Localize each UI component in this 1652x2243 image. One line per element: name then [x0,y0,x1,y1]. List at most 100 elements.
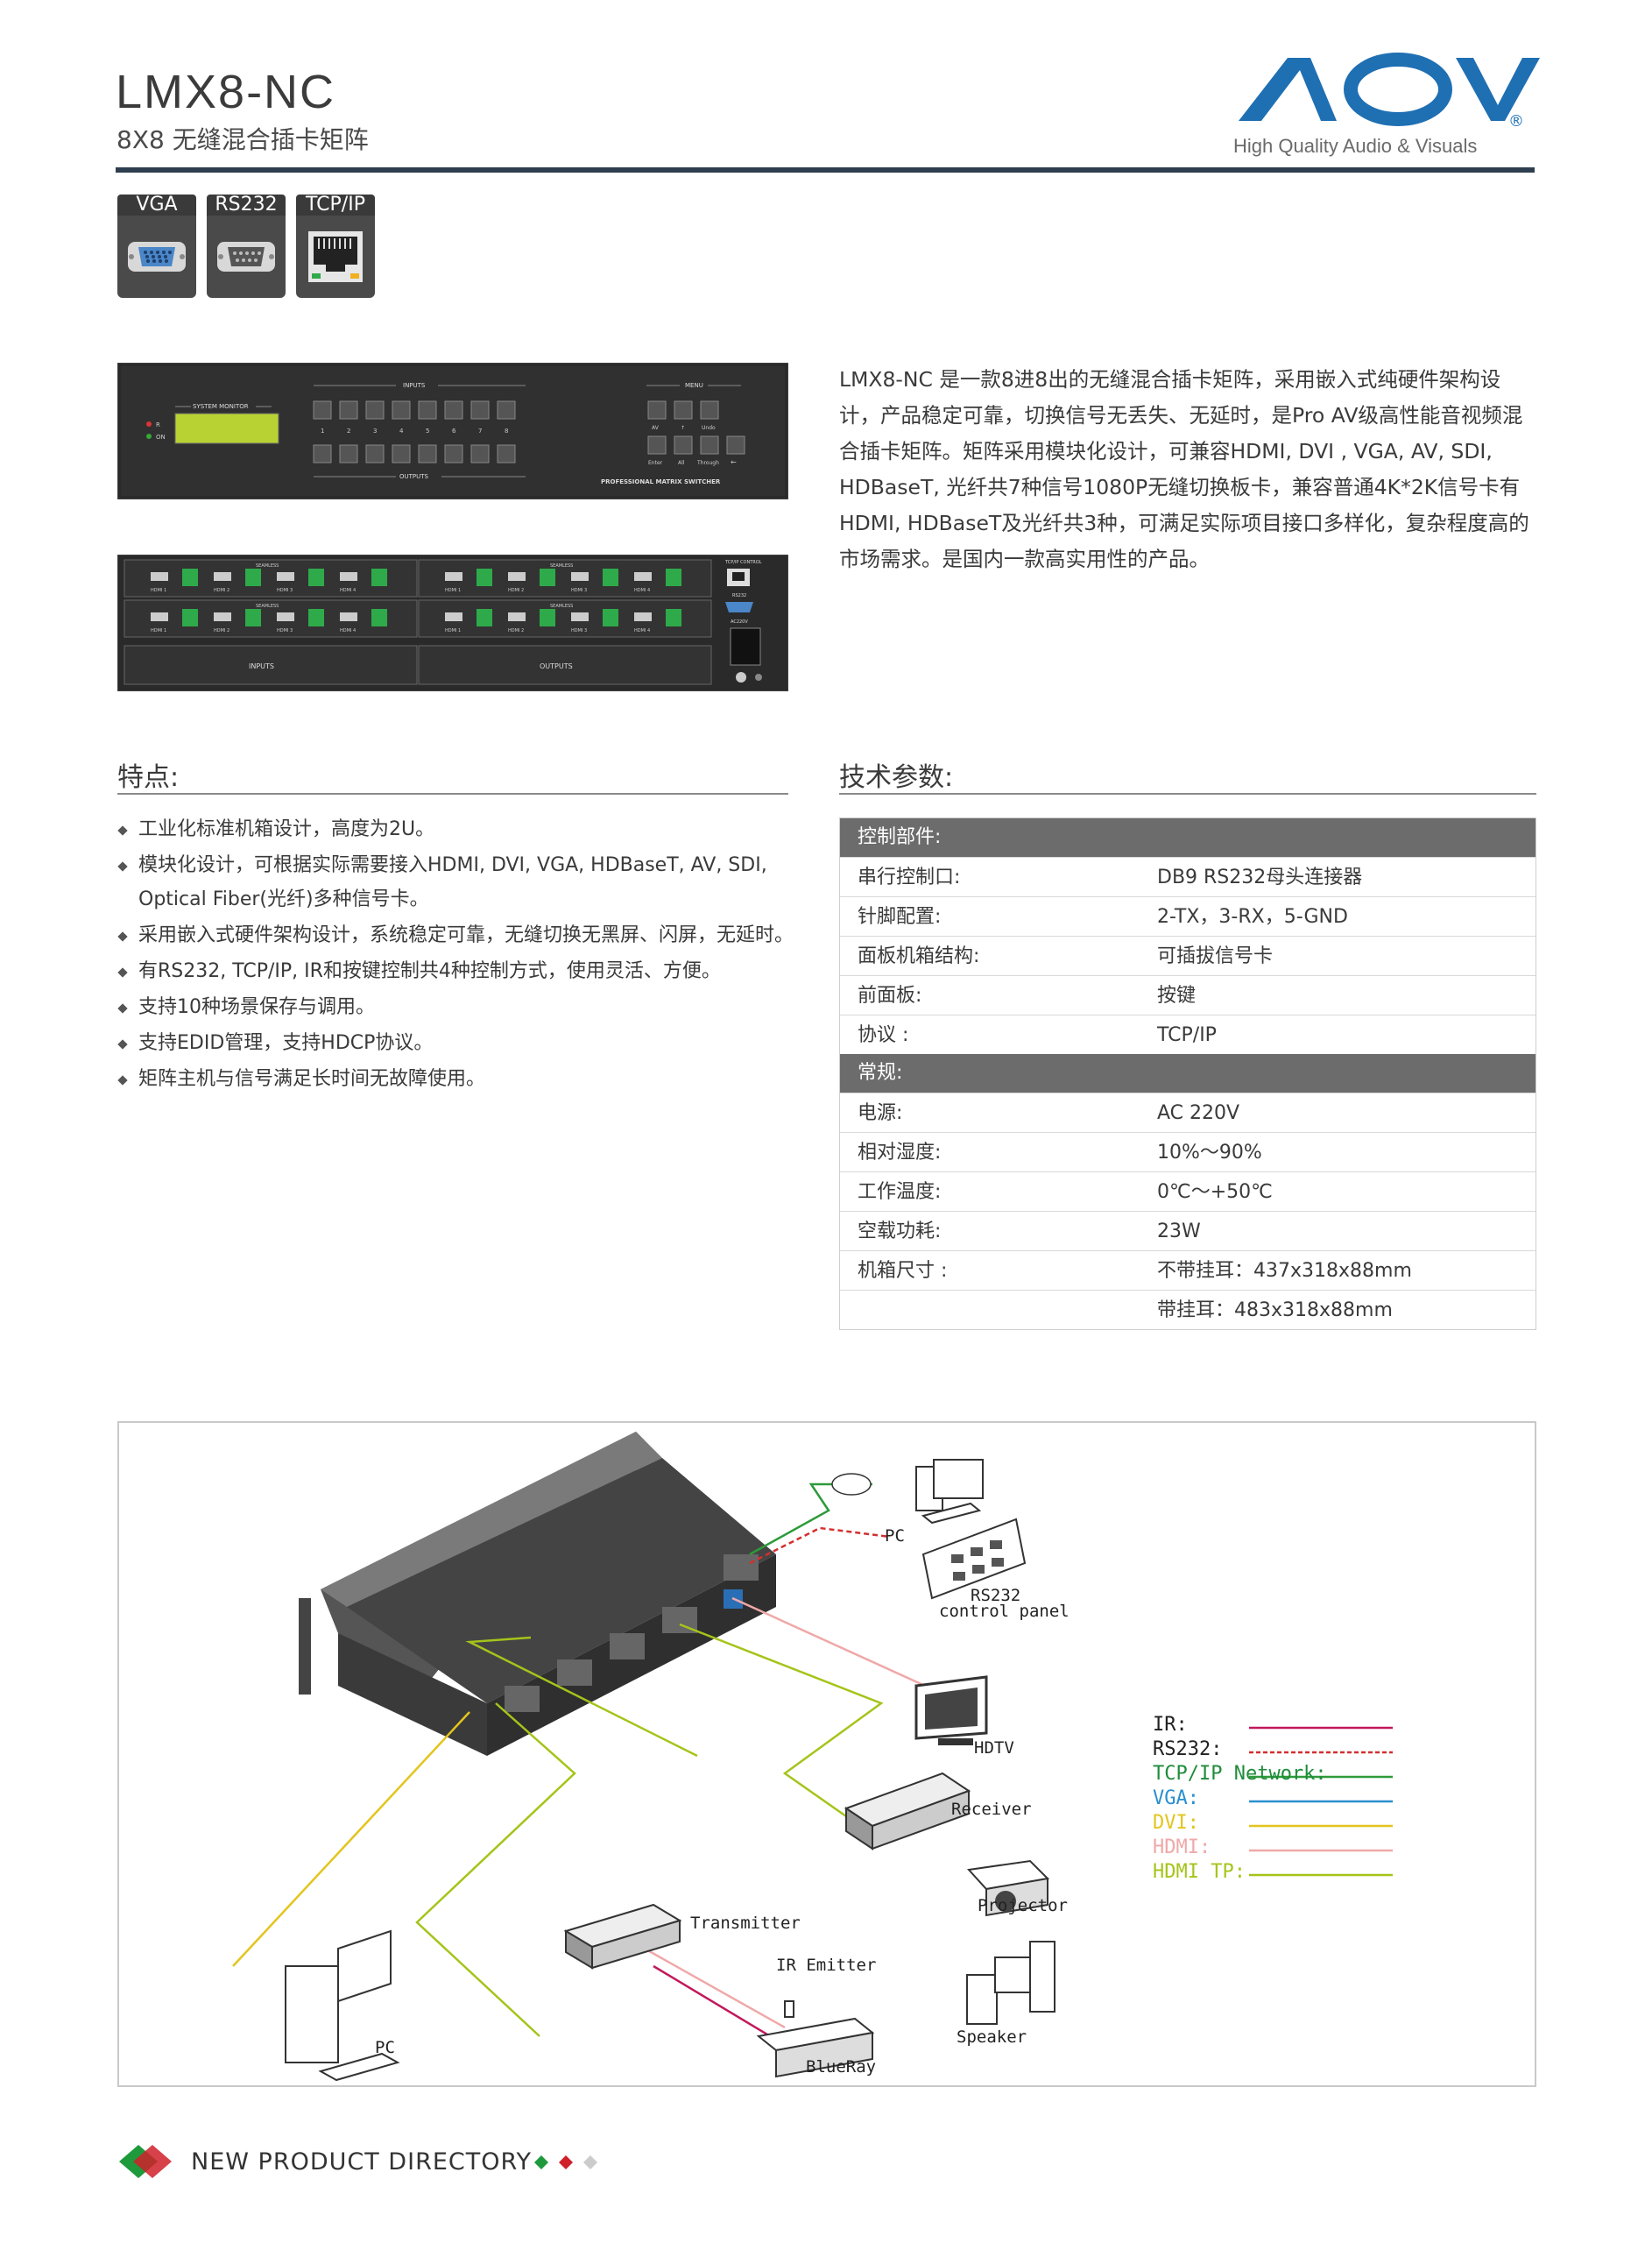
hdmi-port [340,572,357,581]
signal-card [418,599,712,638]
connection-diagram: PC RS232 control panel HDTV Receiver Pro… [117,1421,1536,2087]
menu-key-label: AV [652,425,660,431]
header-rule [116,167,1535,173]
input-key [392,400,411,420]
pc-bottom-illustration [285,1929,400,2082]
audio-terminal [371,569,387,586]
hdmi-port [571,572,589,581]
footer-brand-mark [116,2141,177,2182]
brand-label: PROFESSIONAL MATRIX SWITCHER [601,478,721,485]
network-label: TCP/IP CONTROL [724,560,762,565]
hdmi-label: HDMI 1 [151,588,166,593]
spec-key: 机箱尺寸 : [858,1260,948,1282]
audio-terminal [308,569,324,586]
ir-emitter-illustration [784,2000,794,2018]
audio-terminal [666,609,681,626]
spec-value: AC 220V [1157,1102,1240,1124]
output-key [497,444,516,463]
footer-dot [583,2155,597,2169]
output-key [444,444,463,463]
audio-terminal [540,569,555,586]
spec-value: 可插拔信号卡 [1157,945,1274,967]
rs232-label: RS232 [732,593,746,598]
hdmi-port [214,612,231,621]
label-pc-top: PC [885,1526,905,1546]
menu-key-label: ← [731,458,737,466]
spec-key: 针脚配置: [858,906,942,928]
spec-row: 带挂耳：483x318x88mm [840,1290,1536,1329]
spec-value: 带挂耳：483x318x88mm [1157,1299,1393,1321]
hdmi-port [571,612,589,621]
spec-value: 2-TX，3-RX，5-GND [1157,906,1348,928]
audio-terminal [603,569,618,586]
footer-dot [559,2155,573,2169]
hdmi-port [151,612,168,621]
audio-terminal [603,609,618,626]
hdmi-port [445,572,462,581]
feature-item: 模块化设计，可根据实际需要接入HDMI, DVI, VGA, HDBaseT, … [117,848,801,916]
hdmi-label: HDMI 2 [214,588,229,593]
label-projector: Projector [978,1896,1068,1915]
input-key [418,400,437,420]
hdmi-label: HDMI 2 [508,628,524,633]
spec-row: 前面板:按键 [840,975,1536,1015]
hdmi-label: HDMI 1 [151,628,166,633]
blueray-player-illustration [756,2017,875,2078]
spec-key: 协议 : [858,1024,909,1046]
rs232-port-icon [217,242,275,272]
features-list: 工业化标准机箱设计，高度为2U。 模块化设计，可根据实际需要接入HDMI, DV… [117,812,801,1098]
key-number: 7 [478,428,482,435]
label-ir-emitter: IR Emitter [776,1956,877,1975]
spec-group-heading: 常规: [840,1054,1536,1093]
legend-label: RS232: [1153,1738,1223,1760]
audio-terminal [182,569,198,586]
port-badge-rs232: RS232 [207,195,286,298]
spec-key: 空载功耗: [858,1221,942,1242]
menu-label: MENU [685,382,703,389]
key-number: 5 [426,428,429,435]
label-speaker: Speaker [957,2027,1027,2047]
footer-dot [534,2155,548,2169]
spec-key: 前面板: [858,985,922,1007]
hdmi-port [508,572,526,581]
feature-item: 有RS232, TCP/IP, IR和按键控制共4种控制方式，使用灵活、方便。 [117,954,801,988]
features-rule [117,793,788,795]
legend-label: IR: [1153,1714,1188,1736]
rear-inputs-label: INPUTS [249,662,274,670]
spec-key: 面板机箱结构: [858,945,980,967]
audio-terminal [182,609,198,626]
logo-tagline: High Quality Audio & Visuals [1233,135,1477,157]
hdmi-port [634,572,652,581]
legend-label: HDMI TP: [1153,1861,1246,1883]
product-description: LMX8-NC 是一款8进8出的无缝混合插卡矩阵，采用嵌入式纯硬件架构设计，产品… [839,367,1529,571]
output-key [339,444,358,463]
hdmi-label: HDMI 2 [508,588,524,593]
specs-rule [839,793,1536,795]
spec-key: 相对湿度: [858,1142,942,1164]
feature-item: 矩阵主机与信号满足长时间无故障使用。 [117,1062,801,1096]
audio-terminal [666,569,681,586]
footer-dots [533,2154,611,2171]
spec-value: 不带挂耳：437x318x88mm [1157,1260,1412,1282]
hdmi-label: HDMI 1 [445,588,461,593]
spec-value: 23W [1157,1221,1201,1242]
input-key [444,400,463,420]
label-blueray: BlueRay [806,2057,877,2077]
matrix-device-illustration [299,1432,776,1756]
audio-terminal [540,609,555,626]
inputs-label: INPUTS [403,382,426,389]
legend-label: VGA: [1153,1787,1199,1809]
card-title: SEAMLESS [256,604,279,609]
feature-item: 支持EDID管理，支持HDCP协议。 [117,1026,801,1060]
speaker-illustration [966,1941,1055,2025]
spec-value: TCP/IP [1157,1024,1217,1046]
output-key [365,444,385,463]
label-pc-bottom: PC [375,2038,395,2057]
specs-title: 技术参数: [839,762,954,793]
spec-key: 工作温度: [858,1181,942,1203]
label-transmitter: Transmitter [690,1914,801,1933]
output-key [313,444,332,463]
card-title: SEAMLESS [550,604,573,609]
spec-row: 工作温度:0℃～+50℃ [840,1171,1536,1211]
